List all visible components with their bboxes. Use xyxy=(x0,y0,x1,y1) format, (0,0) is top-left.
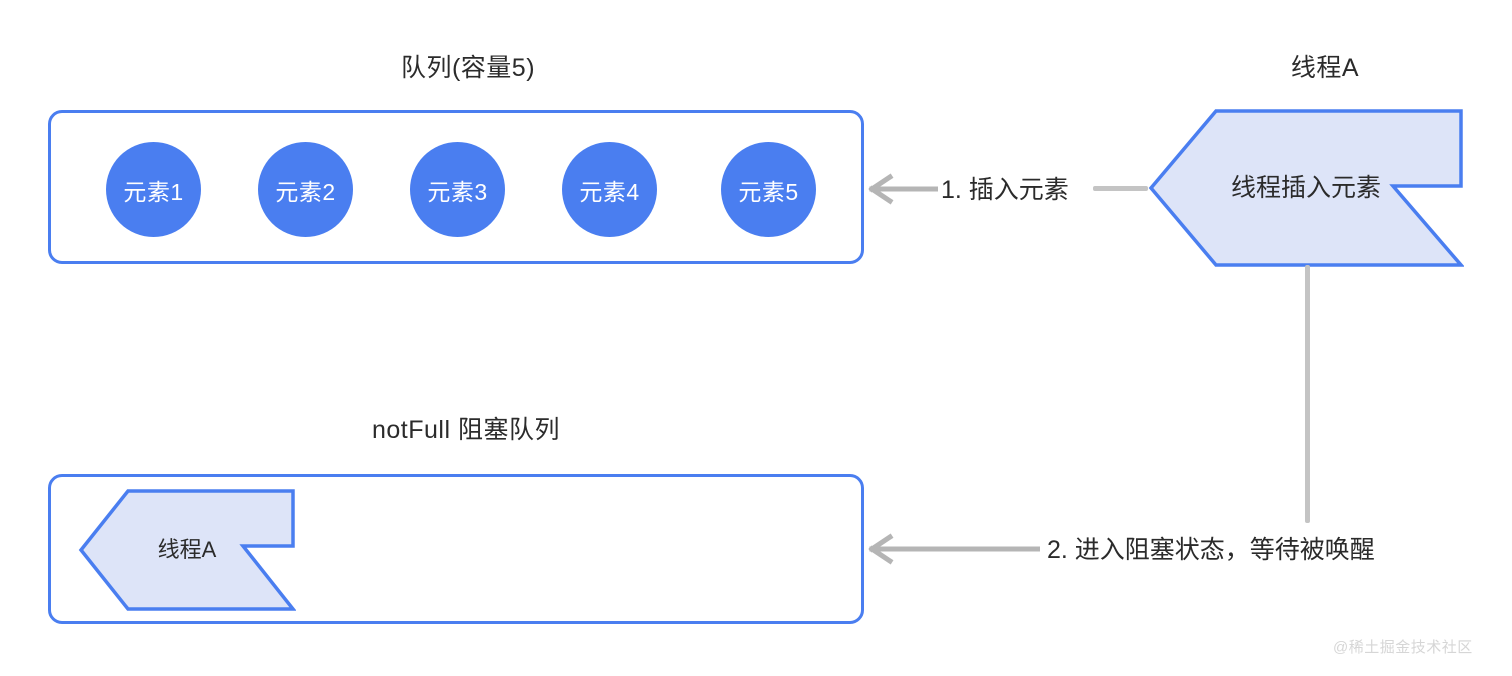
queue-element-1-label: 元素1 xyxy=(123,178,184,205)
queue-element-1[interactable]: 元素1 xyxy=(106,142,201,237)
queue-section-title: 队列(容量5) xyxy=(400,54,536,82)
flow-1-connector-stub xyxy=(1093,186,1148,191)
thread-insert-chevron[interactable]: 线程插入元素 xyxy=(1148,108,1465,268)
queue-element-5[interactable]: 元素5 xyxy=(721,142,816,237)
flow-2-arrowhead-icon xyxy=(868,532,1043,566)
flow-2-label: 2. 进入阻塞状态，等待被唤醒 xyxy=(1047,536,1375,564)
queue-element-2-label: 元素2 xyxy=(275,178,336,205)
flow-1-arrowhead-icon xyxy=(868,172,941,206)
watermark: @稀土掘金技术社区 xyxy=(1333,639,1473,656)
queue-element-4[interactable]: 元素4 xyxy=(562,142,657,237)
queue-element-3-label: 元素3 xyxy=(427,178,488,205)
queue-element-3[interactable]: 元素3 xyxy=(410,142,505,237)
flow-1-label: 1. 插入元素 xyxy=(941,176,1069,204)
blocked-thread-chevron[interactable]: 线程A xyxy=(78,488,297,612)
thread-to-blocking-connector xyxy=(1305,265,1310,523)
thread-section-title: 线程A xyxy=(1290,54,1360,82)
queue-element-2[interactable]: 元素2 xyxy=(258,142,353,237)
queue-element-4-label: 元素4 xyxy=(579,178,640,205)
blocking-section-title: notFull 阻塞队列 xyxy=(372,416,560,444)
queue-element-5-label: 元素5 xyxy=(738,178,799,205)
